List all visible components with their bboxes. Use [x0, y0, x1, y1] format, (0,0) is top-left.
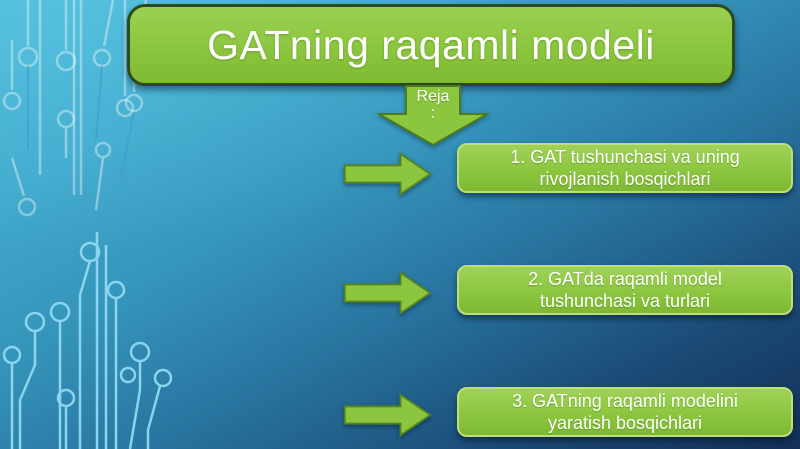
- agenda-item-3: 3. GATning raqamli modelini yaratish bos…: [457, 387, 793, 437]
- right-arrow-icon: [343, 152, 432, 196]
- right-arrow-icon: [343, 393, 432, 437]
- agenda-item-1: 1. GAT tushunchasi va uning rivojlanish …: [457, 143, 793, 193]
- agenda-item-3-line2: yaratish bosqichlari: [547, 413, 703, 433]
- agenda-item-3-line1: 3. GATning raqamli modelini: [512, 391, 738, 411]
- plan-label: Reja :: [377, 88, 489, 122]
- slide-title: GATning raqamli modeli: [207, 21, 655, 68]
- right-arrow-icon: [343, 271, 432, 315]
- agenda-item-2-line1: 2. GATda raqamli model: [528, 269, 722, 289]
- agenda-item-2: 2. GATda raqamli model tushunchasi va tu…: [457, 265, 793, 315]
- plan-label-line2: :: [430, 105, 436, 122]
- slide-title-box: GATning raqamli modeli: [127, 4, 735, 86]
- plan-label-line1: Reja: [416, 88, 450, 105]
- down-arrow-icon: [377, 85, 489, 147]
- agenda-item-2-line2: tushunchasi va turlari: [539, 291, 711, 311]
- agenda-item-1-line2: rivojlanish bosqichlari: [539, 169, 711, 189]
- agenda-item-1-line1: 1. GAT tushunchasi va uning: [510, 147, 740, 167]
